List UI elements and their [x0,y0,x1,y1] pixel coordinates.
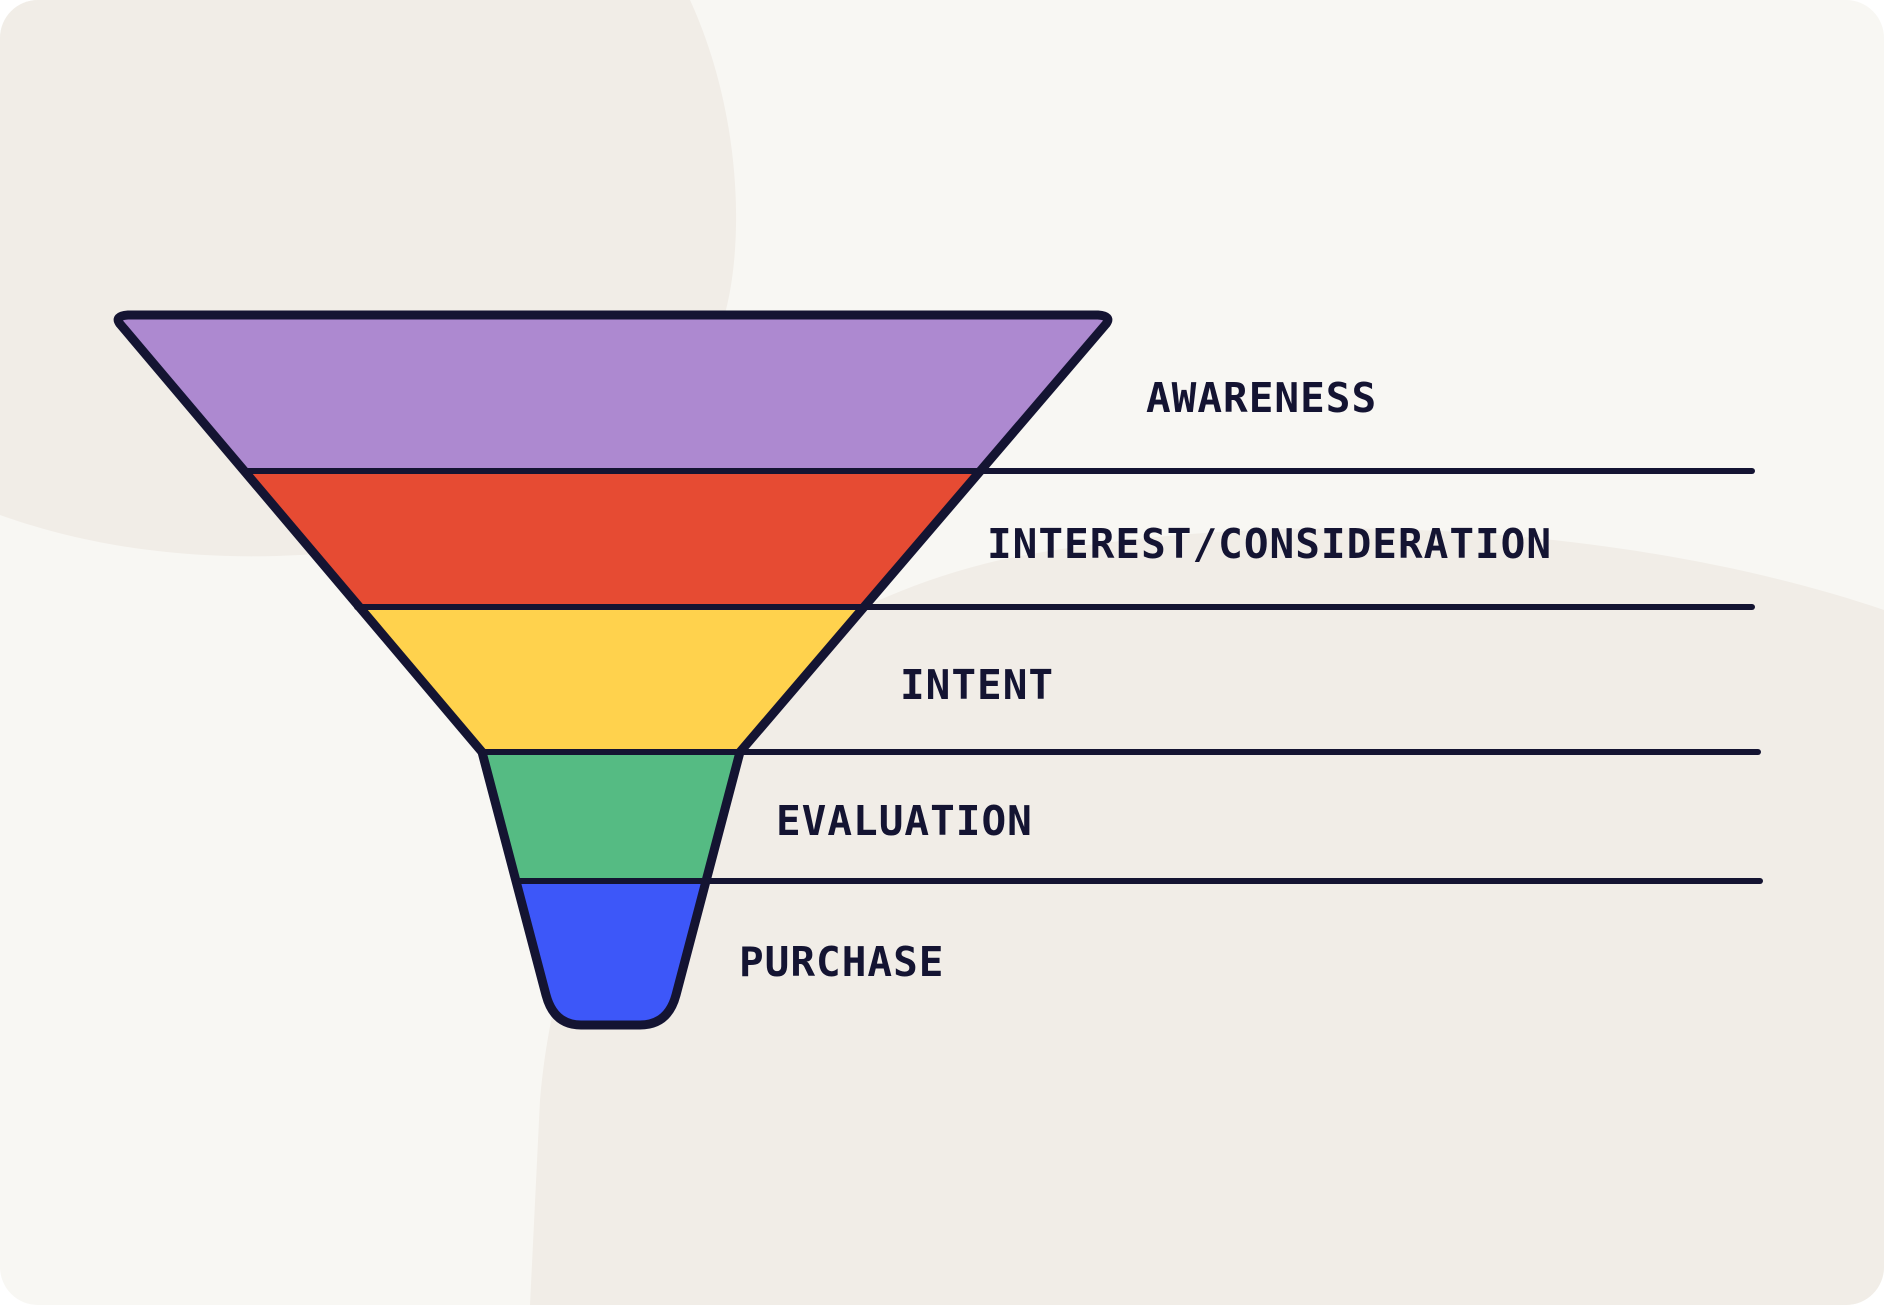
funnel-band-interest-consideration [243,471,985,607]
funnel-band-purchase [517,881,705,1025]
funnel-band-intent [357,607,866,752]
stage-label-evaluation: EVALUATION [776,797,1033,845]
background-blob-bottom-right [530,528,1884,1305]
funnel-band-evaluation [482,752,740,881]
stage-dividers [240,468,1763,884]
stage-label-intent: INTENT [900,661,1054,709]
stage-label-awareness: AWARENESS [1146,374,1377,422]
stage-label-interest-consideration: INTEREST/CONSIDERATION [987,520,1552,568]
stage-label-purchase: PURCHASE [739,938,944,986]
funnel-band-awareness [118,315,1108,471]
funnel-outline [113,310,1113,1030]
